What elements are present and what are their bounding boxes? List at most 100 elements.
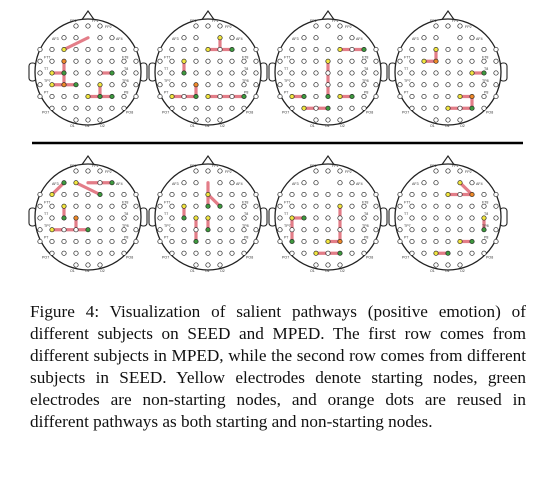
electrode-start-node bbox=[49, 191, 55, 198]
electrode bbox=[313, 238, 319, 245]
electrode bbox=[433, 23, 439, 29]
electrode bbox=[421, 82, 427, 88]
electrode bbox=[181, 250, 187, 256]
electrode bbox=[349, 105, 355, 111]
electrode-label: AF3 bbox=[292, 182, 299, 186]
electrode bbox=[133, 203, 139, 209]
electrode-label: P8 bbox=[484, 236, 488, 240]
electrode-label: Oz bbox=[325, 124, 330, 128]
electrode bbox=[121, 58, 127, 64]
electrode-label: AF3 bbox=[52, 182, 59, 186]
electrode bbox=[121, 238, 127, 245]
electrode bbox=[433, 168, 439, 174]
electrode bbox=[205, 238, 211, 245]
electrode bbox=[421, 203, 427, 209]
electrode bbox=[493, 191, 499, 198]
electrode bbox=[277, 70, 283, 76]
electrode bbox=[193, 35, 199, 41]
electrode bbox=[253, 58, 259, 64]
electrode bbox=[409, 70, 415, 76]
electrode bbox=[169, 203, 175, 209]
electrode-label: TP8 bbox=[242, 79, 249, 83]
electrode-label: P7 bbox=[404, 236, 408, 240]
electrode-non-start-node bbox=[61, 70, 67, 76]
electrode-non-start-node bbox=[181, 215, 187, 221]
electrode-non-start-node bbox=[217, 203, 223, 209]
electrode-start-node bbox=[49, 70, 55, 76]
electrode bbox=[121, 215, 127, 221]
electrode bbox=[37, 191, 43, 198]
electrode bbox=[373, 93, 379, 100]
electrode bbox=[361, 70, 367, 76]
electrode bbox=[325, 168, 331, 174]
electrode bbox=[313, 46, 319, 53]
electrode bbox=[49, 215, 55, 221]
electrode bbox=[457, 191, 463, 198]
electrode bbox=[313, 227, 319, 233]
electrode bbox=[373, 70, 379, 76]
electrode bbox=[469, 35, 475, 41]
electrode-label: PO8 bbox=[246, 255, 253, 259]
electrode bbox=[205, 168, 211, 174]
electrode bbox=[325, 191, 331, 198]
electrode-label: O1 bbox=[430, 124, 435, 128]
electrode bbox=[37, 82, 43, 88]
electrode bbox=[373, 238, 379, 245]
electrode bbox=[373, 82, 379, 88]
electrode-non-start-node bbox=[301, 93, 307, 100]
electrode bbox=[109, 46, 115, 53]
electrode-label: O2 bbox=[100, 269, 105, 273]
electrode bbox=[157, 82, 163, 88]
electrode-non-start-node bbox=[289, 238, 295, 245]
electrode bbox=[349, 250, 355, 256]
electrode-label: P7 bbox=[164, 91, 168, 95]
electrode bbox=[133, 215, 139, 221]
electrode bbox=[445, 117, 451, 123]
electrode bbox=[241, 227, 247, 233]
electrode-start-node bbox=[49, 227, 55, 233]
electrode-non-start-node bbox=[109, 93, 115, 100]
electrode-label: PO7 bbox=[282, 110, 289, 114]
electrode bbox=[481, 250, 487, 256]
electrode bbox=[157, 93, 163, 100]
electrode bbox=[205, 70, 211, 76]
electrode-label: TP7 bbox=[404, 224, 411, 228]
electrode-non-start-node bbox=[469, 238, 475, 245]
electrode-non-start-node bbox=[73, 82, 79, 88]
electrode bbox=[73, 203, 79, 209]
electrode-label: P7 bbox=[284, 91, 288, 95]
electrode bbox=[133, 58, 139, 64]
electrode bbox=[289, 191, 295, 198]
electrode bbox=[157, 46, 163, 53]
electrode bbox=[205, 262, 211, 268]
electrode bbox=[457, 262, 463, 268]
electrode bbox=[349, 70, 355, 76]
electrode bbox=[169, 250, 175, 256]
electrode-start-node bbox=[181, 58, 187, 64]
electrode-label: Oz bbox=[85, 269, 90, 273]
electrode bbox=[481, 82, 487, 88]
electrode bbox=[289, 250, 295, 256]
electrode-label: FT7 bbox=[164, 200, 170, 204]
electrode-label: FT8 bbox=[362, 200, 368, 204]
electrode bbox=[229, 250, 235, 256]
electrode-label: FP2 bbox=[105, 170, 112, 174]
electrode bbox=[97, 46, 103, 53]
electrode bbox=[181, 93, 187, 100]
electrode bbox=[313, 58, 319, 64]
electrode bbox=[181, 238, 187, 245]
electrode-label: AF3 bbox=[292, 37, 299, 41]
electrode bbox=[97, 105, 103, 111]
electrode bbox=[121, 105, 127, 111]
electrode bbox=[313, 82, 319, 88]
electrode bbox=[97, 180, 103, 186]
electrode-label: O1 bbox=[310, 124, 315, 128]
electrode-label: FPz bbox=[92, 164, 99, 168]
electrode-label: TP7 bbox=[44, 79, 51, 83]
electrode-label: FP2 bbox=[225, 170, 232, 174]
electrode bbox=[457, 168, 463, 174]
electrode bbox=[97, 262, 103, 268]
electrode bbox=[325, 250, 331, 256]
electrode-reused-node bbox=[61, 58, 67, 64]
